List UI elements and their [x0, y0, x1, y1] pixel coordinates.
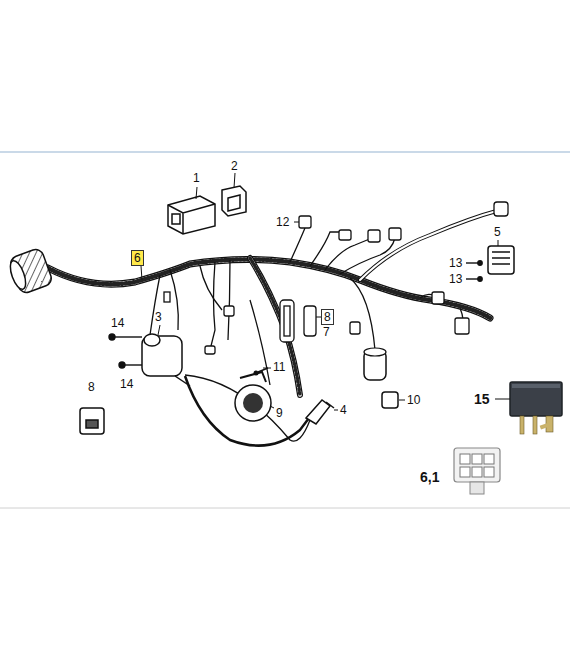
frame-line: [0, 151, 570, 153]
leader-line: [141, 173, 510, 410]
fuse-holder: [280, 300, 316, 342]
callout-number: 7: [323, 326, 330, 338]
part-1-relay: [168, 196, 215, 234]
screw: [109, 334, 142, 368]
horn: [235, 372, 271, 421]
screw: [258, 368, 268, 372]
callout-number: 3: [155, 311, 162, 323]
main-connector: [7, 247, 53, 294]
harness-cylinder: [364, 348, 386, 380]
frame-line: [0, 508, 570, 509]
callout-number: 11: [273, 361, 285, 373]
callout-number: 5: [494, 226, 501, 238]
part-10: [382, 392, 398, 408]
callout-number: 9: [276, 407, 283, 419]
callout-number: 6: [131, 250, 144, 266]
callout-number: 13: [449, 257, 462, 269]
callout-number: 6,1: [420, 470, 439, 484]
callout-number: 8: [321, 309, 334, 325]
callout-number: 8: [88, 381, 95, 393]
screw-head: [254, 371, 259, 376]
harness-main: [48, 210, 500, 395]
plug-cap: [185, 376, 334, 446]
relay-15: [510, 382, 562, 434]
callout-number: 10: [407, 394, 420, 406]
part-8-switch: [80, 408, 104, 434]
callout-number: 12: [276, 216, 289, 228]
branch-wires: [150, 228, 463, 441]
ignition-coil: [142, 334, 190, 386]
callout-number: 4: [340, 404, 347, 416]
callout-number: 13: [449, 273, 462, 285]
callout-number: 14: [111, 317, 124, 329]
callout-number: 2: [231, 160, 238, 172]
connector-6-1: [454, 448, 500, 494]
screw: [466, 261, 482, 281]
callout-number: 1: [193, 172, 200, 184]
part-2-clip: [222, 186, 246, 216]
callout-number: 14: [120, 378, 133, 390]
callout-number: 15: [474, 392, 490, 406]
part-5-regulator: [488, 246, 514, 274]
